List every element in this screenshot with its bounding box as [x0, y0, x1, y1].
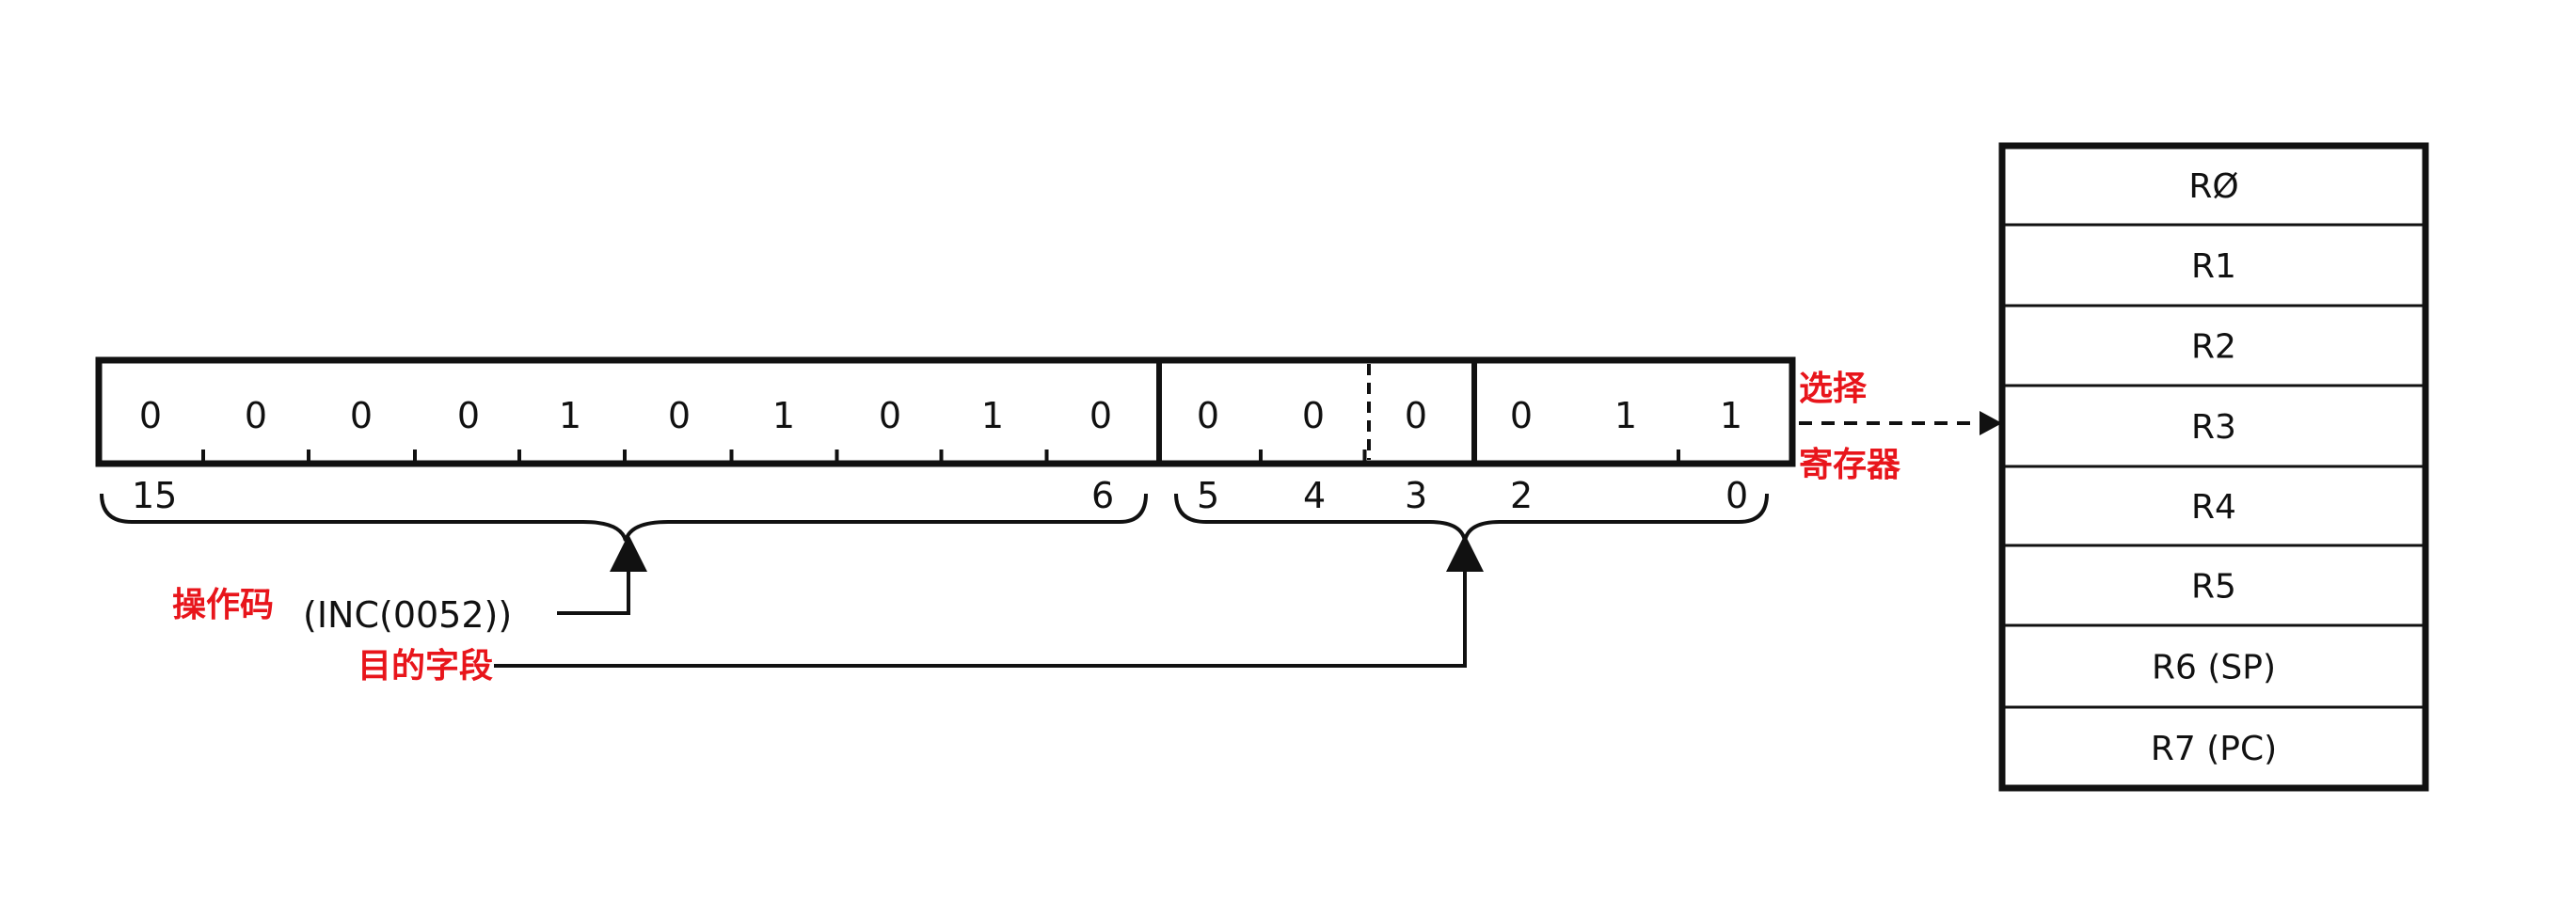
register-select-arrowhead — [1980, 411, 2002, 435]
bit-12: 0 — [457, 395, 480, 436]
opcode-value: (INC(0052)) — [303, 594, 512, 636]
bit-2: 0 — [1510, 395, 1533, 436]
bit-4: 0 — [1302, 395, 1325, 436]
destination-brace — [1174, 493, 1769, 542]
bit-ticks — [201, 450, 1680, 464]
select-register-label-line2: 寄存器 — [1799, 446, 1901, 484]
bit-1: 1 — [1614, 395, 1637, 436]
register-2: R2 — [2191, 328, 2236, 367]
bit-9: 1 — [772, 395, 795, 436]
destination-field-label: 目的字段 — [358, 647, 493, 686]
bit-5: 0 — [1197, 395, 1219, 436]
bit-number-15: 15 — [132, 475, 177, 516]
bit-number-3: 3 — [1405, 475, 1427, 516]
destination-arrow — [494, 534, 1484, 668]
bit-numbers: 15 6 5 4 3 2 0 — [132, 475, 1748, 516]
register-4: R4 — [2191, 488, 2236, 527]
register-dividers — [2002, 223, 2425, 709]
bit-number-2: 2 — [1510, 475, 1533, 516]
bit-11: 1 — [559, 395, 581, 436]
bit-8: 0 — [879, 395, 901, 436]
bit-number-5: 5 — [1197, 475, 1219, 516]
bit-number-4: 4 — [1303, 475, 1326, 516]
instruction-word: 0 0 0 0 1 0 1 0 1 0 0 0 0 0 1 1 — [95, 356, 1796, 467]
register-5: R5 — [2191, 568, 2236, 607]
register-7: R7 (PC) — [2151, 730, 2277, 768]
opcode-brace — [100, 493, 1148, 542]
bit-number-0: 0 — [1725, 475, 1748, 516]
opcode-arrow — [557, 534, 647, 615]
opcode-label: 操作码 — [172, 586, 274, 624]
bit-13: 0 — [350, 395, 373, 436]
bit-0: 1 — [1720, 395, 1742, 436]
bit-15: 0 — [139, 395, 162, 436]
bit-14: 0 — [245, 395, 267, 436]
bit-7: 1 — [981, 395, 1004, 436]
bit-10: 0 — [668, 395, 691, 436]
register-0: RØ — [2188, 167, 2238, 206]
bit-6: 0 — [1089, 395, 1112, 436]
bit-number-6: 6 — [1091, 475, 1114, 516]
register-3: R3 — [2191, 408, 2236, 447]
register-6: R6 (SP) — [2152, 649, 2276, 687]
bit-3: 0 — [1405, 395, 1427, 436]
bit-values: 0 0 0 0 1 0 1 0 1 0 0 0 0 0 1 1 — [139, 395, 1742, 436]
instruction-box — [95, 356, 1796, 467]
register-1: R1 — [2191, 247, 2236, 286]
select-register-label-line1: 选择 — [1799, 370, 1868, 408]
